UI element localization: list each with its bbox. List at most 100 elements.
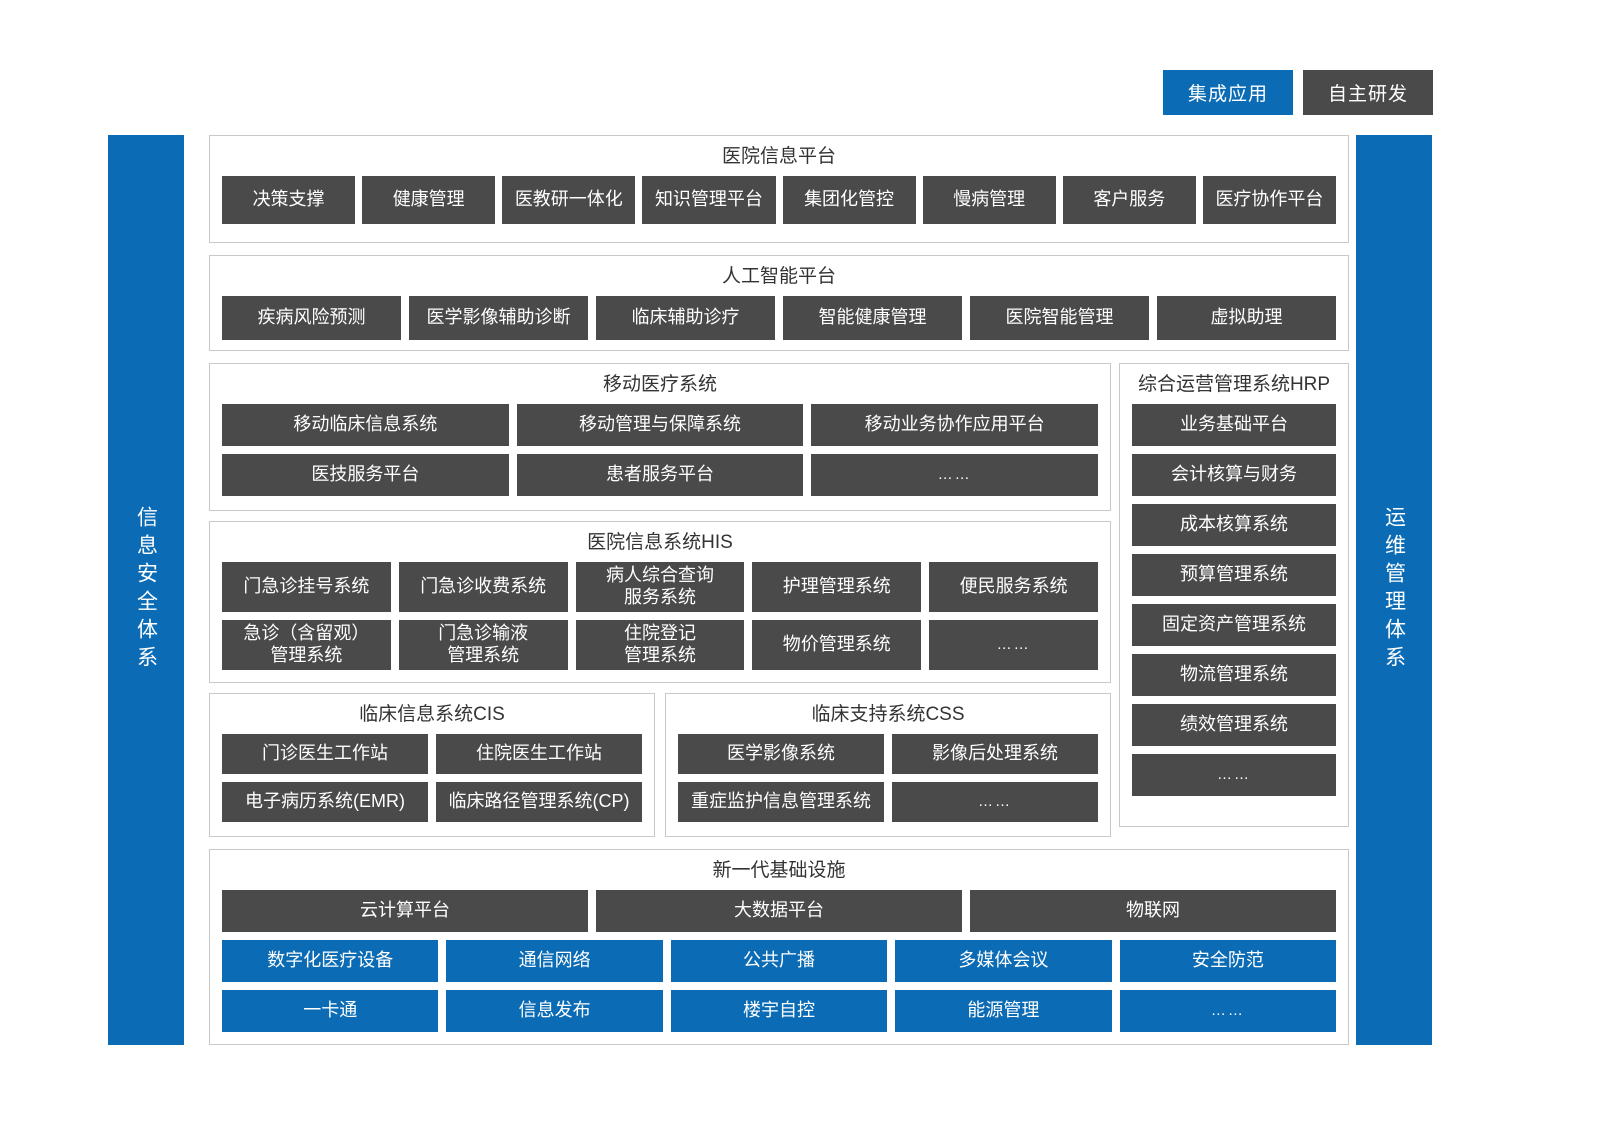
middle-band-left-column: 移动医疗系统 移动临床信息系统 移动管理与保障系统 移动业务协作应用平台 医技服… [209, 363, 1111, 838]
item-emergency-observation-management-system[interactable]: 急诊（含留观） 管理系统 [222, 620, 391, 670]
item-logistics-management-system[interactable]: 物流管理系统 [1132, 654, 1336, 696]
panel-title-hrp: 综合运营管理系统HRP [1137, 374, 1331, 396]
item-health-management[interactable]: 健康管理 [362, 175, 496, 224]
item-virtual-assistant[interactable]: 虚拟助理 [1157, 296, 1336, 340]
item-medical-education-research[interactable]: 医教研一体化 [502, 175, 636, 224]
panel-css: 临床支持系统CSS 医学影像系统 影像后处理系统 重症监护信息管理系统 …… [665, 693, 1111, 838]
item-internet-of-things[interactable]: 物联网 [970, 890, 1336, 932]
mobile-medical-row-1: 移动临床信息系统 移动管理与保障系统 移动业务协作应用平台 [222, 404, 1099, 446]
panel-title-css: 临床支持系统CSS [811, 704, 965, 726]
item-outpatient-emergency-registration-system[interactable]: 门急诊挂号系统 [222, 562, 391, 612]
item-disease-risk-prediction[interactable]: 疾病风险预测 [222, 296, 401, 340]
panel-his: 医院信息系统HIS 门急诊挂号系统 门急诊收费系统 病人综合查询 服务系统 护理… [209, 521, 1111, 684]
his-row-1: 门急诊挂号系统 门急诊收费系统 病人综合查询 服务系统 护理管理系统 便民服务系… [222, 562, 1098, 612]
item-mobile-clinical-info-system[interactable]: 移动临床信息系统 [222, 404, 509, 446]
item-business-foundation-platform[interactable]: 业务基础平台 [1132, 404, 1336, 446]
middle-band-right-column: 综合运营管理系统HRP 业务基础平台 会计核算与财务 成本核算系统 预算管理系统… [1119, 363, 1349, 837]
item-accounting-and-finance[interactable]: 会计核算与财务 [1132, 454, 1336, 496]
item-medical-imaging-system[interactable]: 医学影像系统 [678, 734, 884, 774]
sidebar-left-label: 信息安全体系 [134, 506, 158, 674]
item-communication-network[interactable]: 通信网络 [446, 940, 663, 982]
cis-row-2: 电子病历系统(EMR) 临床路径管理系统(CP) [222, 782, 642, 822]
item-information-publishing[interactable]: 信息发布 [446, 990, 663, 1032]
hospital-info-platform-items: 决策支撑 健康管理 医教研一体化 知识管理平台 集团化管控 慢病管理 客户服务 … [222, 175, 1336, 224]
legend-integrated-application: 集成应用 [1163, 70, 1293, 115]
panel-title-mobile-medical-system: 移动医疗系统 [602, 374, 717, 396]
item-mobile-management-support-system[interactable]: 移动管理与保障系统 [516, 404, 804, 446]
item-patient-comprehensive-query-service-system[interactable]: 病人综合查询 服务系统 [575, 562, 745, 612]
item-medical-technology-service-platform[interactable]: 医技服务平台 [222, 454, 509, 496]
item-multimedia-conference[interactable]: 多媒体会议 [895, 940, 1112, 982]
item-performance-management-system[interactable]: 绩效管理系统 [1132, 704, 1336, 746]
item-fixed-asset-management-system[interactable]: 固定资产管理系统 [1132, 604, 1336, 646]
item-mobile-business-collaboration-platform[interactable]: 移动业务协作应用平台 [811, 404, 1099, 446]
middle-band: 移动医疗系统 移动临床信息系统 移动管理与保障系统 移动业务协作应用平台 医技服… [209, 363, 1349, 838]
item-digital-medical-equipment[interactable]: 数字化医疗设备 [222, 940, 439, 982]
panel-hrp: 综合运营管理系统HRP 业务基础平台 会计核算与财务 成本核算系统 预算管理系统… [1119, 363, 1349, 828]
item-emr-system[interactable]: 电子病历系统(EMR) [222, 782, 428, 822]
item-big-data-platform[interactable]: 大数据平台 [596, 890, 962, 932]
item-budget-management-system[interactable]: 预算管理系统 [1132, 554, 1336, 596]
item-nursing-management-system[interactable]: 护理管理系统 [752, 562, 922, 612]
panel-title-cis: 临床信息系统CIS [359, 704, 505, 726]
css-row-1: 医学影像系统 影像后处理系统 [678, 734, 1098, 774]
item-image-post-processing-system[interactable]: 影像后处理系统 [892, 734, 1098, 774]
his-row-2: 急诊（含留观） 管理系统 门急诊输液 管理系统 住院登记 管理系统 物价管理系统… [222, 620, 1098, 670]
panel-title-ai-platform: 人工智能平台 [721, 266, 836, 288]
item-infrastructure-more-ellipsis[interactable]: …… [1119, 990, 1337, 1032]
item-group-management-control[interactable]: 集团化管控 [782, 175, 916, 224]
item-public-broadcasting[interactable]: 公共广播 [670, 940, 888, 982]
panel-cis: 临床信息系统CIS 门诊医生工作站 住院医生工作站 电子病历系统(EMR) 临床… [209, 693, 655, 838]
item-chronic-disease-management[interactable]: 慢病管理 [922, 175, 1056, 224]
item-clinical-aided-diagnosis-treatment[interactable]: 临床辅助诊疗 [596, 296, 775, 340]
main-stack: 医院信息平台 决策支撑 健康管理 医教研一体化 知识管理平台 集团化管控 慢病管… [209, 135, 1349, 1045]
item-cloud-computing-platform[interactable]: 云计算平台 [222, 890, 588, 932]
item-medical-imaging-aided-diagnosis[interactable]: 医学影像辅助诊断 [409, 296, 588, 340]
panel-title-hospital-info-platform: 医院信息平台 [721, 146, 836, 167]
item-knowledge-management-platform[interactable]: 知识管理平台 [642, 175, 776, 224]
item-convenience-service-system[interactable]: 便民服务系统 [929, 562, 1098, 612]
item-security-protection[interactable]: 安全防范 [1119, 940, 1337, 982]
item-building-automation[interactable]: 楼宇自控 [670, 990, 888, 1032]
clinical-systems-pair: 临床信息系统CIS 门诊医生工作站 住院医生工作站 电子病历系统(EMR) 临床… [209, 693, 1111, 838]
item-clinical-pathway-management-system[interactable]: 临床路径管理系统(CP) [436, 782, 642, 822]
infrastructure-dark-row: 云计算平台 大数据平台 物联网 [222, 890, 1336, 932]
item-his-more-ellipsis[interactable]: …… [929, 620, 1098, 670]
item-hospital-smart-management[interactable]: 医院智能管理 [970, 296, 1149, 340]
item-hrp-more-ellipsis[interactable]: …… [1132, 754, 1336, 796]
hrp-items: 业务基础平台 会计核算与财务 成本核算系统 预算管理系统 固定资产管理系统 物流… [1132, 404, 1336, 796]
item-mobile-more-ellipsis[interactable]: …… [811, 454, 1099, 496]
sidebar-operation-maintenance-system: 运维管理体系 [1356, 135, 1432, 1045]
item-all-in-one-card[interactable]: 一卡通 [222, 990, 439, 1032]
item-cost-accounting-system[interactable]: 成本核算系统 [1132, 504, 1336, 546]
item-customer-service[interactable]: 客户服务 [1062, 175, 1196, 224]
item-outpatient-emergency-charging-system[interactable]: 门急诊收费系统 [398, 562, 568, 612]
item-inpatient-doctor-workstation[interactable]: 住院医生工作站 [436, 734, 642, 774]
ai-platform-items: 疾病风险预测 医学影像辅助诊断 临床辅助诊疗 智能健康管理 医院智能管理 虚拟助… [222, 296, 1336, 340]
item-outpatient-emergency-infusion-management-system[interactable]: 门急诊输液 管理系统 [398, 620, 568, 670]
cis-row-1: 门诊医生工作站 住院医生工作站 [222, 734, 642, 774]
item-medical-collaboration-platform[interactable]: 医疗协作平台 [1202, 175, 1336, 224]
panel-title-his: 医院信息系统HIS [587, 532, 733, 554]
panel-title-infrastructure: 新一代基础设施 [712, 860, 846, 882]
sidebar-information-security-system: 信息安全体系 [108, 135, 184, 1045]
mobile-medical-row-2: 医技服务平台 患者服务平台 …… [222, 454, 1099, 496]
item-inpatient-registration-management-system[interactable]: 住院登记 管理系统 [575, 620, 745, 670]
item-decision-support[interactable]: 决策支撑 [222, 175, 356, 224]
item-price-management-system[interactable]: 物价管理系统 [752, 620, 922, 670]
panel-infrastructure: 新一代基础设施 云计算平台 大数据平台 物联网 数字化医疗设备 通信网络 公共广… [209, 849, 1349, 1045]
css-row-2: 重症监护信息管理系统 …… [678, 782, 1098, 822]
item-smart-health-management[interactable]: 智能健康管理 [783, 296, 962, 340]
item-icu-information-management-system[interactable]: 重症监护信息管理系统 [678, 782, 884, 822]
infrastructure-blue-row-1: 数字化医疗设备 通信网络 公共广播 多媒体会议 安全防范 [222, 940, 1337, 982]
panel-ai-platform: 人工智能平台 疾病风险预测 医学影像辅助诊断 临床辅助诊疗 智能健康管理 医院智… [209, 255, 1349, 352]
sidebar-right-label: 运维管理体系 [1382, 506, 1406, 674]
infrastructure-blue-row-2: 一卡通 信息发布 楼宇自控 能源管理 …… [222, 990, 1337, 1032]
legend-self-developed: 自主研发 [1303, 70, 1433, 115]
item-outpatient-doctor-workstation[interactable]: 门诊医生工作站 [222, 734, 428, 774]
item-css-more-ellipsis[interactable]: …… [892, 782, 1098, 822]
item-patient-service-platform[interactable]: 患者服务平台 [516, 454, 804, 496]
panel-hospital-info-platform: 医院信息平台 决策支撑 健康管理 医教研一体化 知识管理平台 集团化管控 慢病管… [209, 135, 1349, 244]
item-energy-management[interactable]: 能源管理 [895, 990, 1112, 1032]
